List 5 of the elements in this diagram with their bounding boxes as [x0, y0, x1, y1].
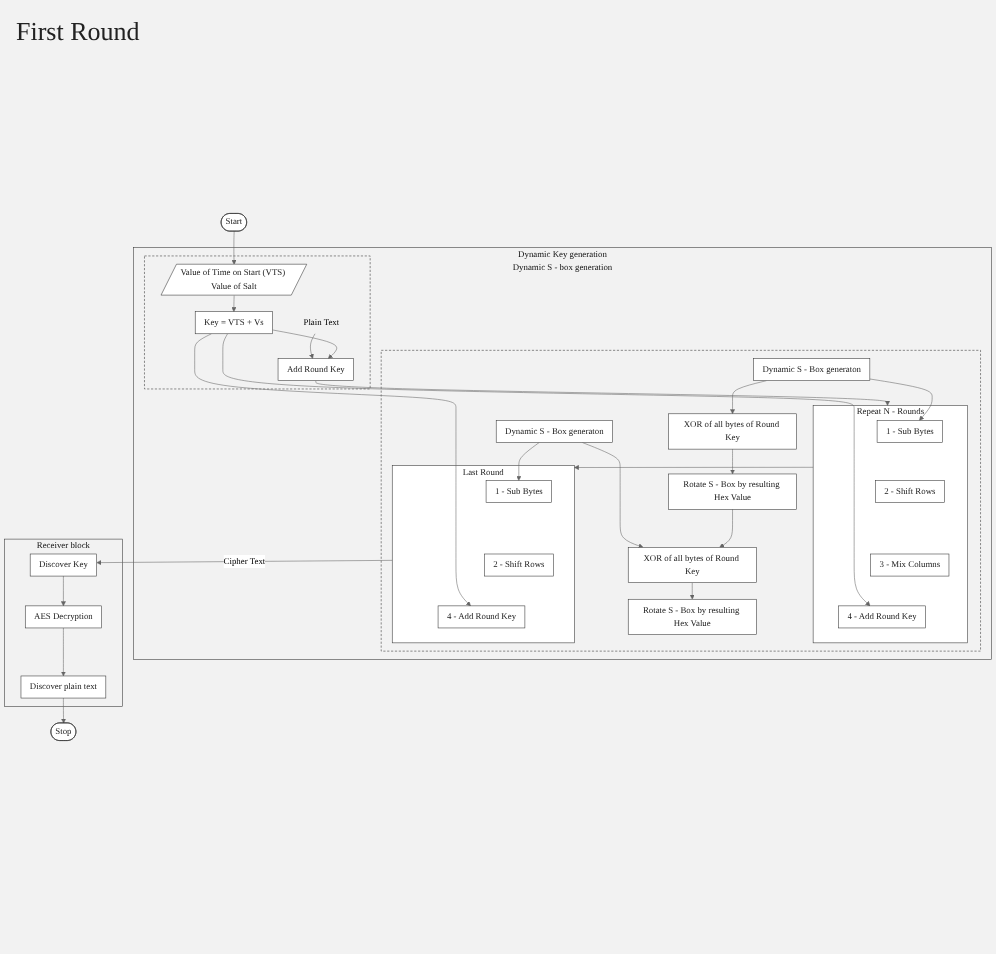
cluster [391, 465, 575, 644]
cluster [812, 405, 968, 644]
round-label: First Round [16, 16, 140, 48]
cluster [144, 255, 371, 390]
cluster [380, 350, 981, 652]
